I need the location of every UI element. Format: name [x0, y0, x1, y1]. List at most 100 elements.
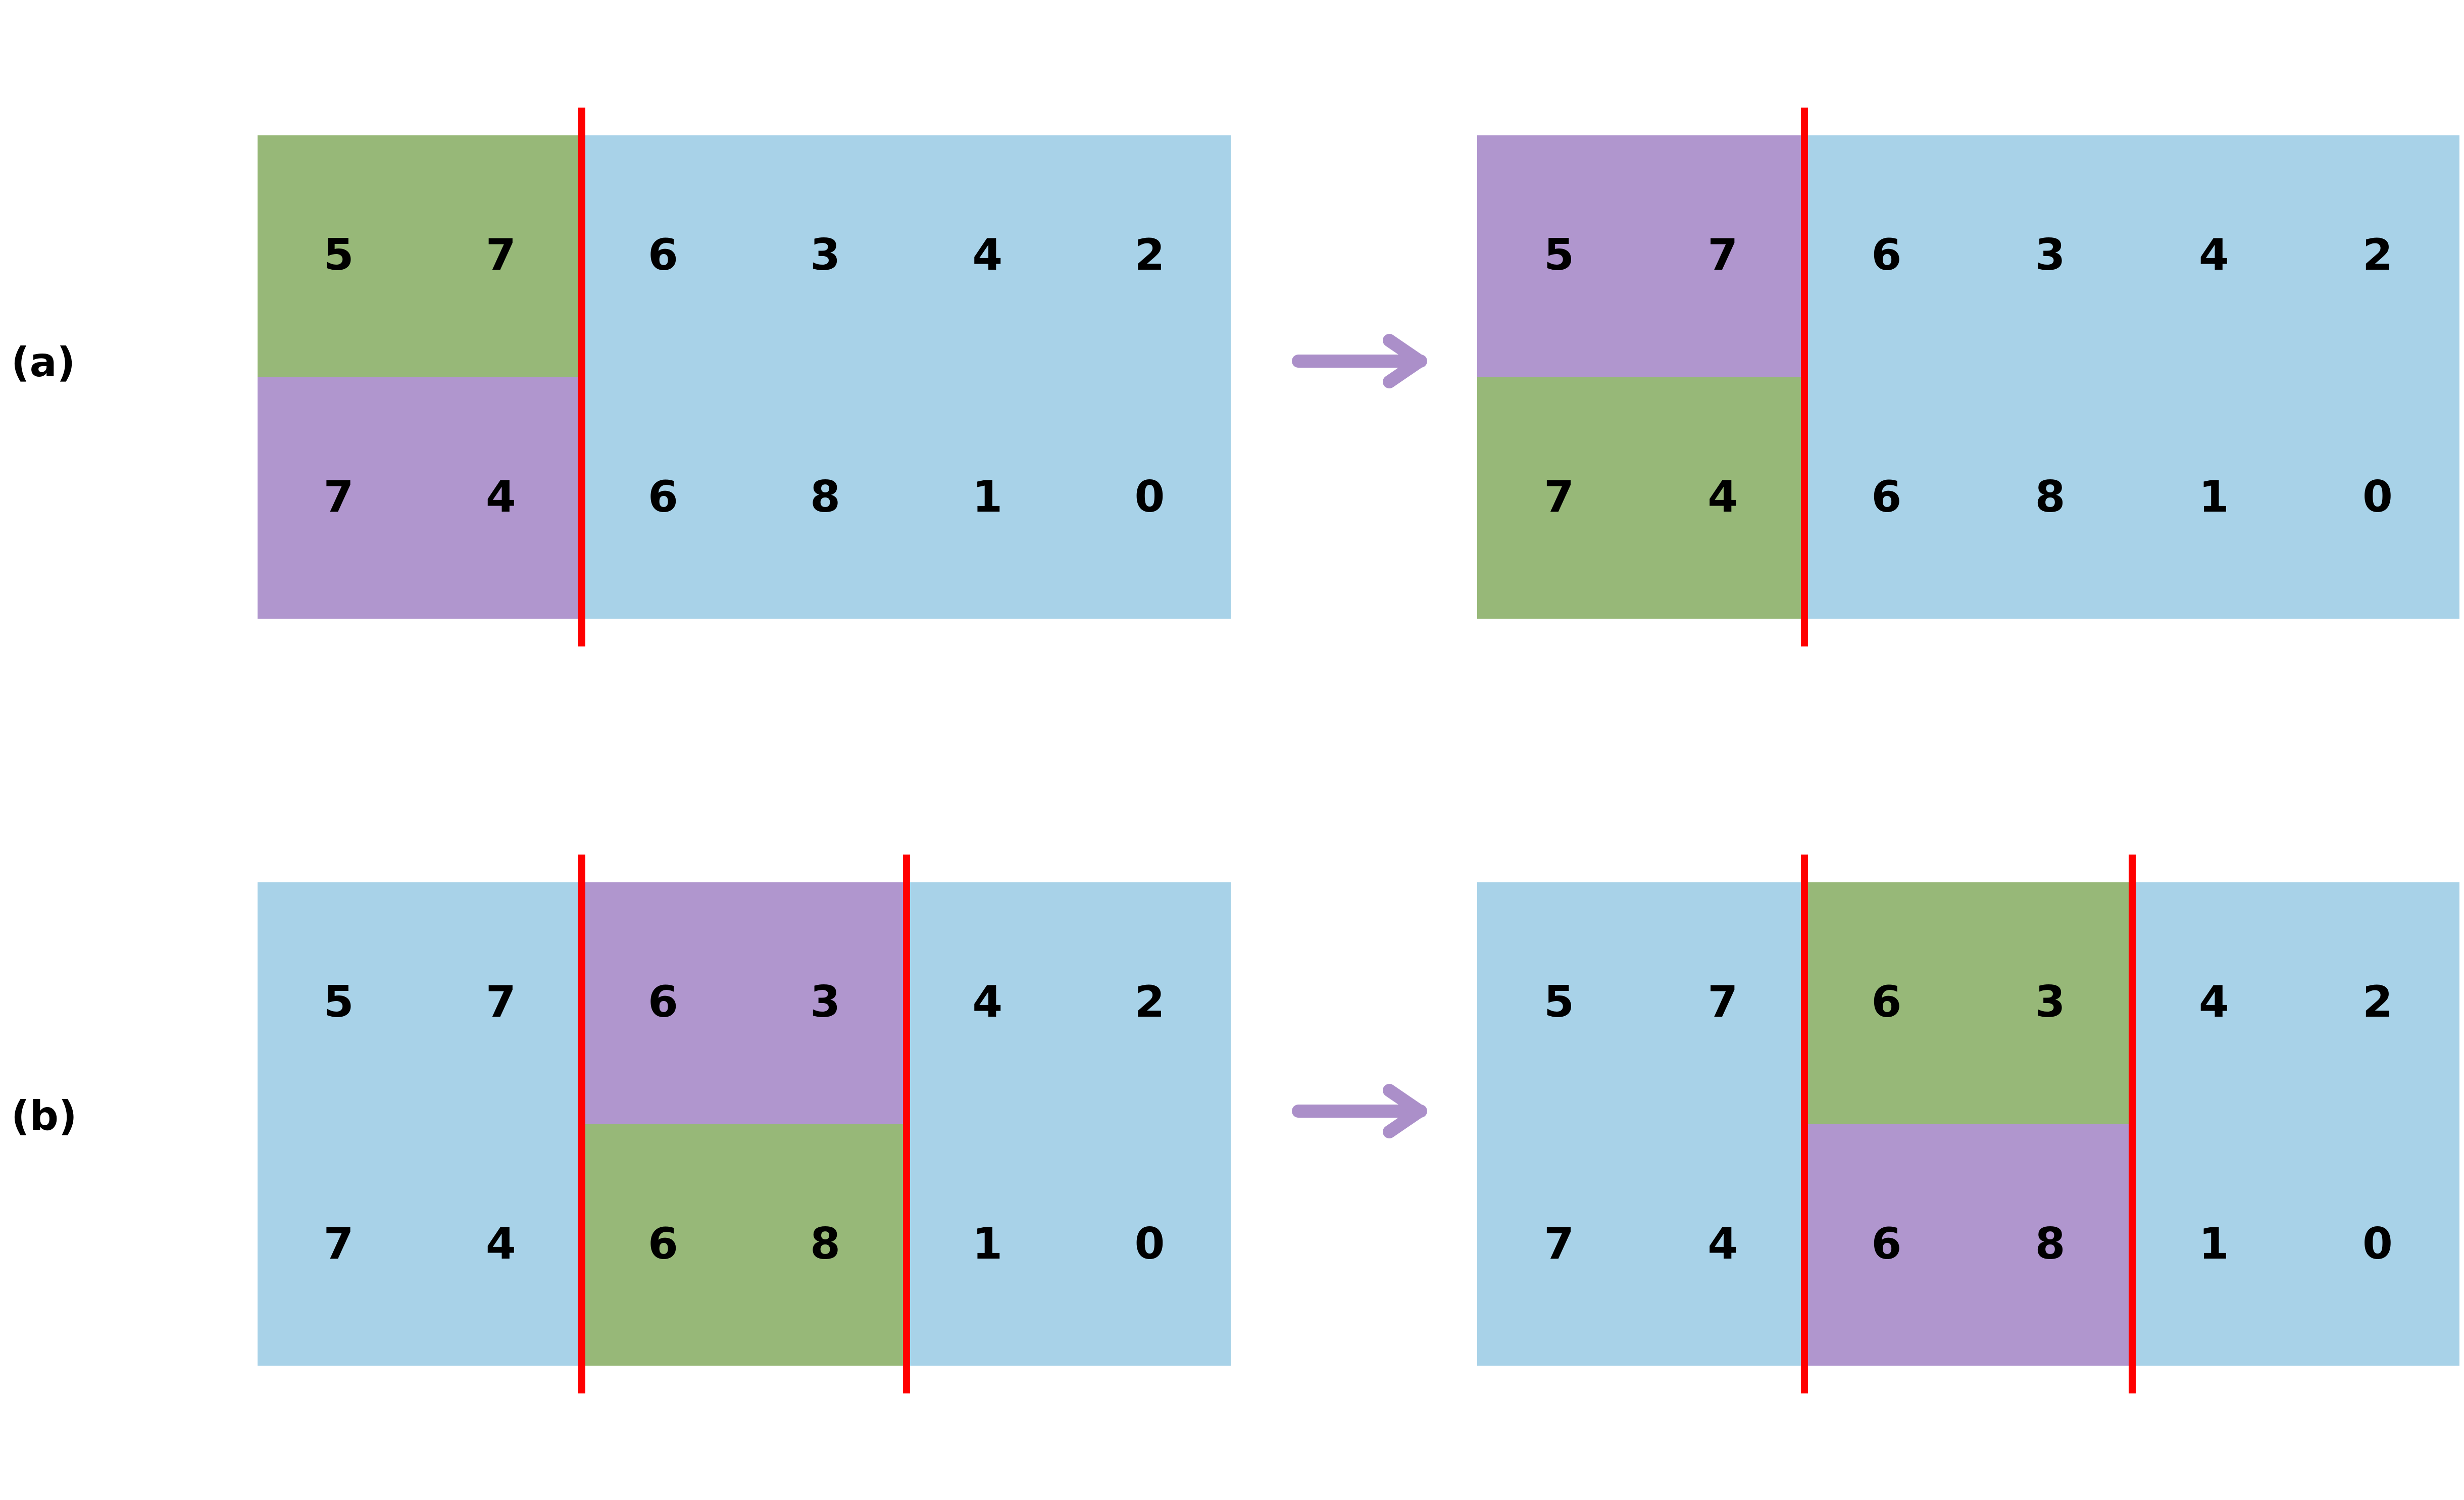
- cell-value: 6: [647, 1218, 678, 1269]
- grid-cell: 0: [1068, 1124, 1231, 1366]
- grid-cell: 7: [1641, 135, 1805, 377]
- cell-value: 7: [323, 1218, 354, 1269]
- cell-value: 0: [2362, 471, 2393, 522]
- grid-cell: 5: [1477, 882, 1641, 1124]
- grid-cell: 1: [2132, 1124, 2296, 1366]
- cell-value: 8: [2035, 471, 2066, 522]
- cell-value: 6: [1871, 1218, 1902, 1269]
- grid-cell: 7: [258, 1124, 420, 1366]
- grid-cell: 1: [906, 1124, 1069, 1366]
- panel-label-b: (b): [11, 1092, 77, 1139]
- cell-value: 1: [2198, 471, 2229, 522]
- cell-value: 4: [2198, 977, 2229, 1028]
- cell-value: 4: [485, 1218, 516, 1269]
- panel-label-a: (a): [11, 339, 76, 386]
- cell-value: 4: [972, 977, 1003, 1028]
- column-separator-line: [902, 855, 910, 1393]
- grid-cell: 6: [1804, 882, 1969, 1124]
- cell-value: 6: [1871, 471, 1902, 522]
- grid-cell: 7: [1477, 377, 1641, 619]
- cell-value: 2: [2362, 230, 2393, 281]
- cell-value: 5: [323, 977, 354, 1028]
- grid-cell: 4: [420, 377, 582, 619]
- grid-cell: 4: [420, 1124, 582, 1366]
- column-separator-line: [578, 108, 586, 646]
- cell-value: 2: [2362, 977, 2393, 1028]
- cell-value: 3: [810, 230, 840, 281]
- cell-value: 0: [1134, 471, 1165, 522]
- grid-cell: 7: [1641, 882, 1805, 1124]
- cell-value: 7: [1544, 471, 1574, 522]
- grid-cell: 0: [2295, 377, 2459, 619]
- grid-cell: 4: [2132, 882, 2296, 1124]
- grid-cell: 8: [1968, 377, 2132, 619]
- grid-cell: 3: [744, 135, 907, 377]
- cell-value: 4: [1707, 1218, 1738, 1269]
- grid-cell: 6: [582, 882, 744, 1124]
- cell-value: 6: [1871, 230, 1902, 281]
- cell-value: 0: [1134, 1218, 1165, 1269]
- grid-cell: 5: [258, 882, 420, 1124]
- grid-cell: 2: [2295, 135, 2459, 377]
- right-arrow-icon: [1290, 1083, 1434, 1139]
- cell-value: 6: [647, 471, 678, 522]
- grid-cell: 0: [1068, 377, 1231, 619]
- cell-value: 5: [323, 230, 354, 281]
- grid-cell: 4: [1641, 1124, 1805, 1366]
- grid-cell: 4: [906, 135, 1069, 377]
- cell-value: 5: [1544, 230, 1574, 281]
- grid-cell: 8: [1968, 1124, 2132, 1366]
- cell-value: 1: [972, 471, 1003, 522]
- column-separator-line: [1801, 108, 1808, 646]
- grid-cell: 2: [1068, 135, 1231, 377]
- grid-cell: 3: [1968, 135, 2132, 377]
- cell-value: 8: [2035, 1218, 2066, 1269]
- right-arrow-icon: [1290, 333, 1434, 389]
- cell-value: 7: [1707, 230, 1738, 281]
- cell-value: 1: [972, 1218, 1003, 1269]
- cell-value: 6: [647, 230, 678, 281]
- cell-value: 7: [1544, 1218, 1574, 1269]
- cell-value: 0: [2362, 1218, 2393, 1269]
- cell-value: 4: [972, 230, 1003, 281]
- cell-value: 7: [485, 977, 516, 1028]
- grid-cell: 1: [906, 377, 1069, 619]
- grid-cell: 6: [1804, 377, 1969, 619]
- grid-cell: 6: [582, 377, 744, 619]
- cell-value: 7: [323, 471, 354, 522]
- cell-value: 6: [647, 977, 678, 1028]
- cell-value: 4: [485, 471, 516, 522]
- cell-value: 1: [2198, 1218, 2229, 1269]
- cell-value: 7: [1707, 977, 1738, 1028]
- cell-value: 4: [1707, 471, 1738, 522]
- cell-value: 7: [485, 230, 516, 281]
- grid-cell: 6: [582, 135, 744, 377]
- cell-value: 3: [2035, 230, 2066, 281]
- grid-cell: 8: [744, 377, 907, 619]
- cell-value: 2: [1134, 230, 1165, 281]
- grid-cell: 5: [258, 135, 420, 377]
- grid-cell: 1: [2132, 377, 2296, 619]
- cell-value: 8: [810, 1218, 840, 1269]
- grid-cell: 5: [1477, 135, 1641, 377]
- grid-cell: 4: [1641, 377, 1805, 619]
- cell-value: 5: [1544, 977, 1574, 1028]
- grid-cell: 6: [1804, 1124, 1969, 1366]
- grid-cell: 7: [258, 377, 420, 619]
- grid-cell: 7: [420, 882, 582, 1124]
- cell-value: 8: [810, 471, 840, 522]
- cell-value: 3: [2035, 977, 2066, 1028]
- grid-cell: 8: [744, 1124, 907, 1366]
- grid-cell: 6: [1804, 135, 1969, 377]
- grid-cell: 2: [2295, 882, 2459, 1124]
- grid-cell: 0: [2295, 1124, 2459, 1366]
- grid-cell: 4: [906, 882, 1069, 1124]
- grid-cell: 4: [2132, 135, 2296, 377]
- cell-value: 2: [1134, 977, 1165, 1028]
- grid-cell: 6: [582, 1124, 744, 1366]
- grid-cell: 7: [1477, 1124, 1641, 1366]
